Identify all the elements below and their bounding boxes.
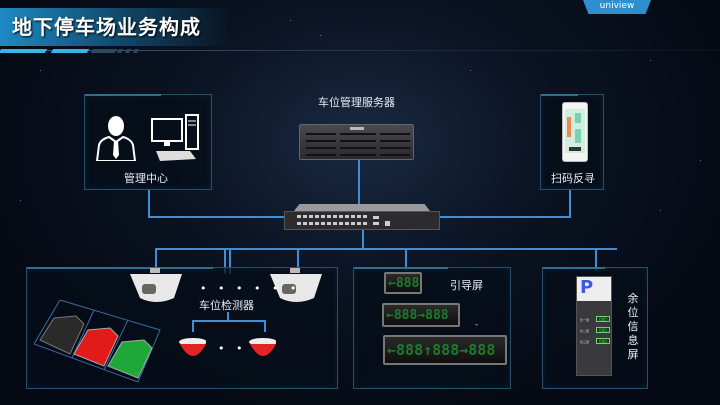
line-to-camera-1: [155, 248, 157, 272]
management-center-label: 管理中心: [124, 172, 168, 185]
line-to-remaining: [595, 248, 597, 270]
remaining-spaces-sign: P 负一层 000 负二层 000 负三层 000: [576, 276, 612, 376]
indicator-light-left: [179, 338, 206, 356]
server-label: 车位管理服务器: [318, 96, 395, 109]
header-accent-6: [132, 49, 140, 53]
user-icon: [95, 116, 137, 161]
line-detector-stem: [227, 312, 229, 321]
network-switch: [284, 204, 440, 230]
line-switch-down: [362, 230, 364, 250]
line-bus-b: [229, 248, 231, 274]
indicator-light-right: [249, 338, 276, 356]
camera-more-dots: • • • • • •: [200, 282, 301, 295]
sign-row-value: 000: [596, 316, 610, 322]
guidance-screen-label: 引导屏: [450, 279, 483, 292]
header-accent-1: [0, 49, 48, 53]
camera-icon-right: [270, 268, 322, 302]
brand-logo-text: uniview: [599, 1, 635, 11]
line-detector-left: [192, 320, 194, 332]
guidance-display-medium: ←888→888: [382, 303, 460, 327]
guidance-screen-box: [353, 267, 511, 389]
header-accent-5: [124, 49, 132, 53]
server-device: [299, 124, 414, 160]
page-title: 地下停车场业务构成: [12, 15, 201, 39]
line-to-guidance: [405, 248, 407, 270]
line-mgmt-down: [148, 189, 150, 217]
sign-row-value: 000: [596, 338, 610, 344]
header-accent-3: [90, 49, 118, 53]
line-server-to-switch: [358, 160, 360, 205]
computer-icon: [151, 114, 199, 161]
detector-label: 车位检测器: [199, 299, 254, 312]
line-switch-to-scan: [438, 216, 570, 218]
sign-row-label: 负二层: [580, 329, 590, 333]
guidance-dash: -: [475, 320, 479, 330]
header-accent-2: [50, 49, 90, 53]
remaining-info-screen-label: 余位信息屏: [627, 292, 639, 361]
sign-row-label: 负一层: [580, 318, 590, 322]
guidance-display-large: ←888↑888→888: [383, 335, 507, 365]
line-scan-down: [569, 189, 571, 218]
line-detector-branch: [192, 320, 266, 322]
line-bus-a: [224, 248, 226, 274]
scan-reverse-search-label: 扫码反寻: [551, 172, 595, 185]
sign-row-label: 负三层: [580, 340, 590, 344]
phone-map-icon: [562, 102, 588, 162]
parking-cars-icon: [34, 300, 161, 382]
line-detector-right: [264, 320, 266, 332]
line-distribution-bus: [155, 248, 617, 250]
camera-icon-left: [130, 268, 182, 302]
brand-logo: uniview: [583, 0, 651, 14]
header-divider: [0, 50, 720, 51]
sign-row-value: 000: [596, 327, 610, 333]
title-bar: [0, 8, 230, 46]
management-center-box: [84, 94, 212, 190]
parking-p-icon: P: [580, 277, 594, 298]
line-to-camera-2: [297, 248, 299, 272]
line-mgmt-to-switch: [148, 216, 286, 218]
header-accent-4: [116, 49, 124, 53]
indicator-more-dots: • • •: [218, 342, 265, 355]
guidance-display-small: ←888: [384, 272, 422, 294]
